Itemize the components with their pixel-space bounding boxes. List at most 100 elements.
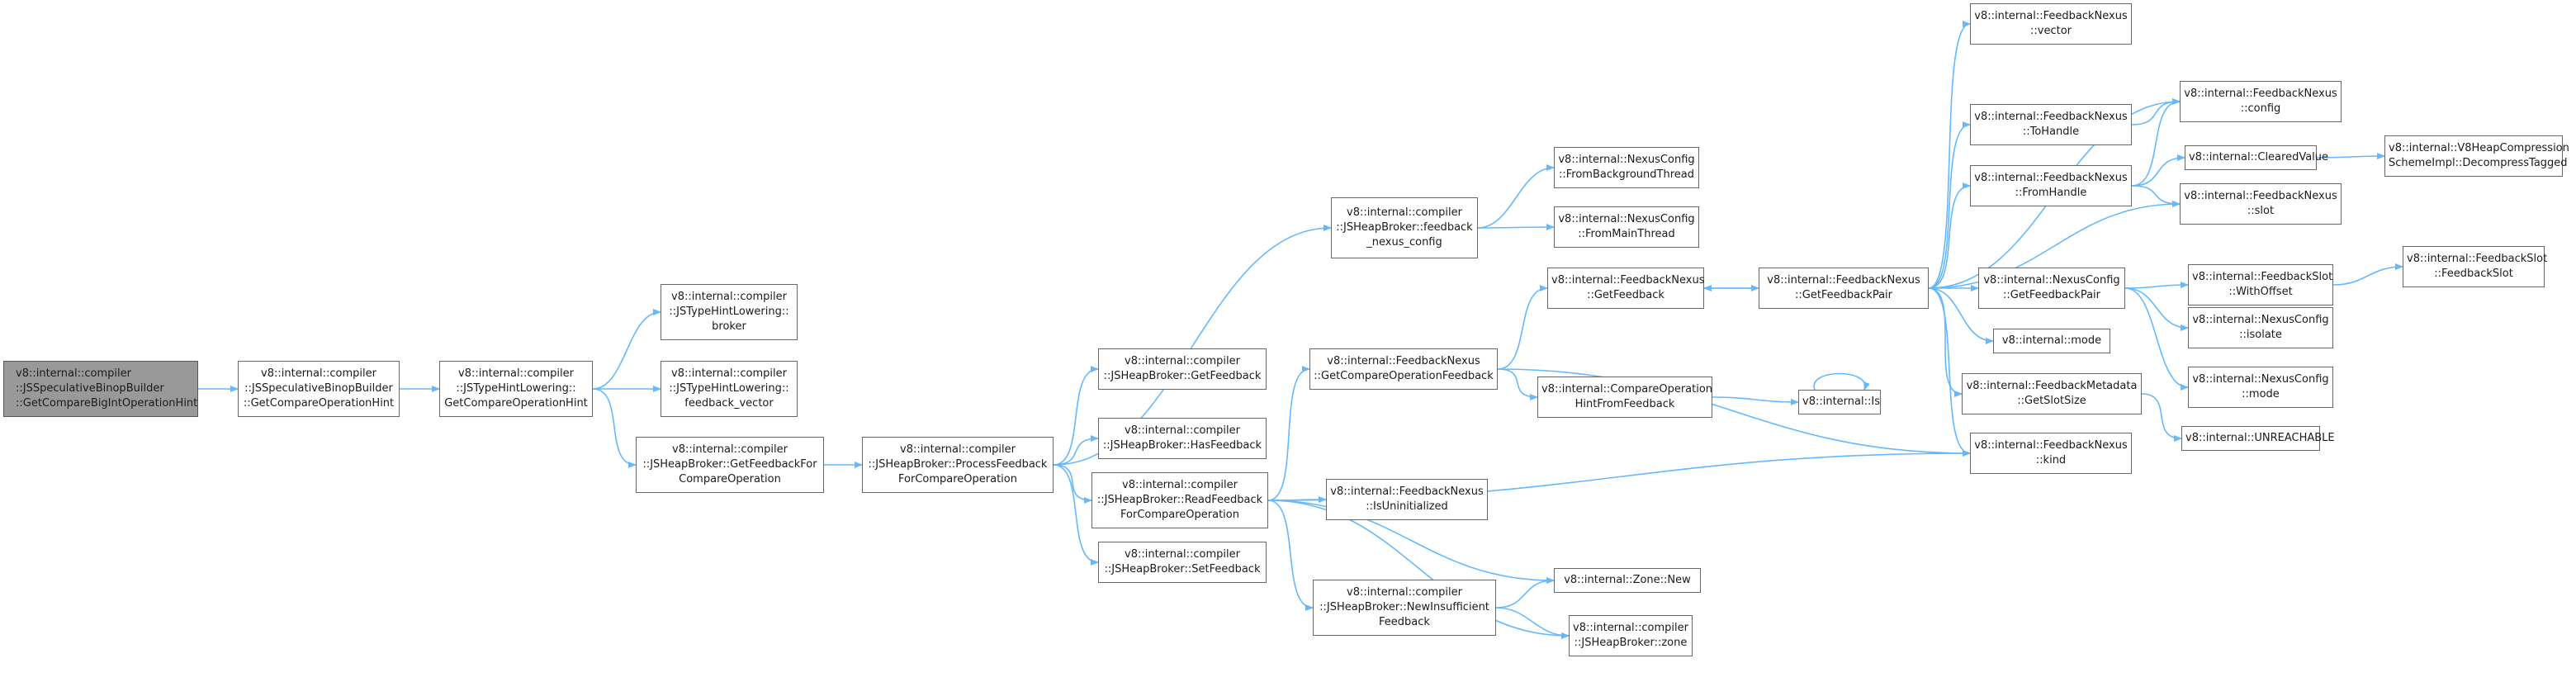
graph-node-n8[interactable]: v8::internal::compiler::JSHeapBroker::Ha… [1098, 418, 1267, 459]
graph-node-n27[interactable]: v8::internal::mode [1993, 329, 2110, 353]
graph-node-n26[interactable]: v8::internal::NexusConfig::GetFeedbackPa… [1978, 268, 2125, 309]
node-label-line: v8::internal::FeedbackNexus [1767, 274, 1920, 287]
graph-node-n22[interactable]: v8::internal::Is [1798, 390, 1881, 414]
node-label-line: ::JSHeapBroker::SetFeedback [1104, 563, 1261, 575]
graph-node-n20[interactable]: v8::internal::compiler::JSHeapBroker::zo… [1569, 615, 1693, 656]
edge-n21-to-n28 [1928, 287, 1963, 397]
graph-node-n13[interactable]: v8::internal::FeedbackNexus::IsUninitial… [1326, 479, 1488, 520]
graph-node-n5[interactable]: v8::internal::compiler::JSHeapBroker::Ge… [636, 437, 824, 493]
node-label-line: ::FromHandle [2015, 187, 2087, 199]
node-label-line: ::GetCompareBigIntOperationHint [16, 397, 198, 410]
node-label-line: ::ToHandle [2022, 126, 2080, 138]
node-label-line: v8::internal::NexusConfig [1983, 274, 2120, 287]
node-label-line: ::mode [2242, 388, 2280, 400]
graph-node-n28[interactable]: v8::internal::FeedbackMetadata::GetSlotS… [1962, 373, 2142, 414]
node-label-line: ::kind [2035, 454, 2067, 467]
graph-node-n32[interactable]: v8::internal::FeedbackNexus::slot [2180, 183, 2342, 225]
node-label-line: ::config [2240, 102, 2281, 115]
node-label-line: CompareOperation [679, 473, 781, 485]
edge-n25-to-n31 [2131, 154, 2185, 187]
node-label-line: ::JSTypeHintLowering:: [669, 382, 789, 395]
node-label-line: v8::internal::UNREACHABLE [2185, 432, 2335, 444]
node-label-line: ForCompareOperation [1120, 509, 1239, 521]
node-label-line: ::JSTypeHintLowering:: [669, 305, 789, 318]
node-label-line: v8::internal::compiler [900, 443, 1016, 456]
node-label-line: ::FeedbackSlot [2434, 268, 2513, 280]
node-label-line: GetCompareOperationHint [444, 397, 588, 410]
edge-n26-to-n35 [2124, 287, 2189, 391]
edge-n25-to-n32 [2131, 185, 2181, 207]
graph-node-n10[interactable]: v8::internal::compiler::JSHeapBroker::Se… [1098, 542, 1267, 583]
node-label-line: SchemeImpl::DecompressTagged [2389, 157, 2568, 169]
node-label-line: ::isolate [2239, 329, 2282, 341]
edge-n6-to-n10 [1053, 464, 1099, 566]
graph-node-n34[interactable]: v8::internal::NexusConfig::isolate [2188, 307, 2333, 348]
graph-node-n12[interactable]: v8::internal::FeedbackNexus::GetCompareO… [1309, 348, 1498, 390]
edge-n2-to-n5 [592, 388, 637, 468]
graph-node-n16[interactable]: v8::internal::NexusConfig::FromMainThrea… [1554, 206, 1699, 248]
edge-n11-to-n15 [1477, 164, 1555, 229]
graph-node-n14[interactable]: v8::internal::compiler::JSHeapBroker::Ne… [1313, 580, 1496, 636]
graph-node-n31[interactable]: v8::internal::ClearedValue [2185, 145, 2328, 170]
edge-n9-to-n19 [1267, 500, 1555, 584]
edge-n11-to-n16 [1477, 224, 1555, 231]
node-label-line: v8::internal::FeedbackNexus [2184, 190, 2337, 202]
node-label-line: v8::internal::NexusConfig [1558, 213, 1695, 225]
graph-node-n33[interactable]: v8::internal::FeedbackSlot::WithOffset [2188, 264, 2333, 305]
node-label-line: v8::internal::FeedbackNexus [1974, 439, 2128, 452]
node-label-line: ::vector [2030, 25, 2072, 37]
graph-node-n25[interactable]: v8::internal::FeedbackNexus::FromHandle [1970, 165, 2132, 206]
edge-n2-to-n3 [592, 309, 661, 390]
graph-node-n17[interactable]: v8::internal::FeedbackNexus::GetFeedback [1547, 268, 1704, 309]
graph-node-n7[interactable]: v8::internal::compiler::JSHeapBroker::Ge… [1098, 348, 1267, 390]
edge-n9-to-n14 [1267, 500, 1314, 611]
node-label-line: v8::internal::compiler [1122, 479, 1238, 491]
edge-n26-to-n34 [2124, 287, 2189, 331]
node-label-line: v8::internal::FeedbackNexus [1327, 355, 1480, 367]
node-label-line: HintFromFeedback [1574, 398, 1675, 410]
graph-node-n11[interactable]: v8::internal::compiler::JSHeapBroker::fe… [1331, 197, 1478, 258]
graph-node-n23[interactable]: v8::internal::FeedbackNexus::vector [1970, 3, 2132, 45]
graph-node-n38[interactable]: v8::internal::FeedbackSlot::FeedbackSlot [2403, 246, 2547, 287]
graph-node-n19[interactable]: v8::internal::Zone::New [1554, 568, 1701, 593]
graph-node-n3[interactable]: v8::internal::compiler::JSTypeHintLoweri… [661, 284, 798, 340]
node-label-line: v8::internal::FeedbackNexus [1974, 10, 2128, 22]
edge-n31-to-n37 [2316, 153, 2385, 160]
graph-node-n15[interactable]: v8::internal::NexusConfig::FromBackgroun… [1554, 147, 1699, 188]
graph-node-n2[interactable]: v8::internal::compiler::JSTypeHintLoweri… [439, 361, 593, 417]
graph-node-n21[interactable]: v8::internal::FeedbackNexus::GetFeedback… [1759, 268, 1929, 309]
graph-node-n35[interactable]: v8::internal::NexusConfig::mode [2188, 367, 2333, 408]
graph-node-n1[interactable]: v8::internal::compiler::JSSpeculativeBin… [238, 361, 400, 417]
graph-node-n6[interactable]: v8::internal::compiler::JSHeapBroker::Pr… [862, 437, 1054, 493]
node-label-line: v8::internal::NexusConfig [2192, 373, 2329, 386]
node-label-line: broker [712, 320, 746, 333]
node-label-line: v8::internal::Is [1802, 395, 1880, 408]
edge-n21-to-n32 [1928, 201, 2181, 289]
node-label-line: v8::internal::compiler [261, 367, 376, 380]
edge-n18-to-n22 [1712, 396, 1799, 405]
node-label-line: v8::internal::Zone::New [1564, 574, 1691, 586]
graph-node-n30[interactable]: v8::internal::FeedbackNexus::config [2180, 81, 2342, 122]
edge-n21-to-n27 [1928, 287, 1994, 344]
graph-node-n4[interactable]: v8::internal::compiler::JSTypeHintLoweri… [661, 361, 798, 417]
node-label-line: ::JSHeapBroker::ProcessFeedback [868, 458, 1048, 471]
graph-node-n0: v8::internal::compiler::JSSpeculativeBin… [3, 361, 198, 417]
node-label-line: v8::internal::compiler [671, 291, 787, 303]
graph-node-n36[interactable]: v8::internal::UNREACHABLE [2181, 426, 2335, 451]
node-label-line: v8::internal::compiler [458, 367, 574, 380]
node-label-line: ::GetCompareOperationFeedback [1314, 370, 1494, 382]
graph-node-n24[interactable]: v8::internal::FeedbackNexus::ToHandle [1970, 104, 2132, 145]
node-label-line: v8::internal::compiler [16, 367, 131, 380]
node-label-line: _nexus_config [1366, 236, 1442, 249]
node-label-line: ::WithOffset [2228, 286, 2293, 298]
node-label-line: v8::internal::FeedbackNexus [1551, 274, 1705, 287]
node-label-line: ::JSHeapBroker::GetFeedbackFor [642, 458, 817, 471]
edge-n21-to-n25 [1928, 182, 1971, 289]
edge-n25-to-n30 [2131, 98, 2181, 187]
node-label-line: v8::internal::FeedbackNexus [1974, 111, 2128, 123]
node-label-line: ::JSHeapBroker::GetFeedback [1103, 370, 1262, 382]
graph-node-n9[interactable]: v8::internal::compiler::JSHeapBroker::Re… [1091, 472, 1268, 528]
graph-node-n29[interactable]: v8::internal::FeedbackNexus::kind [1970, 433, 2132, 474]
